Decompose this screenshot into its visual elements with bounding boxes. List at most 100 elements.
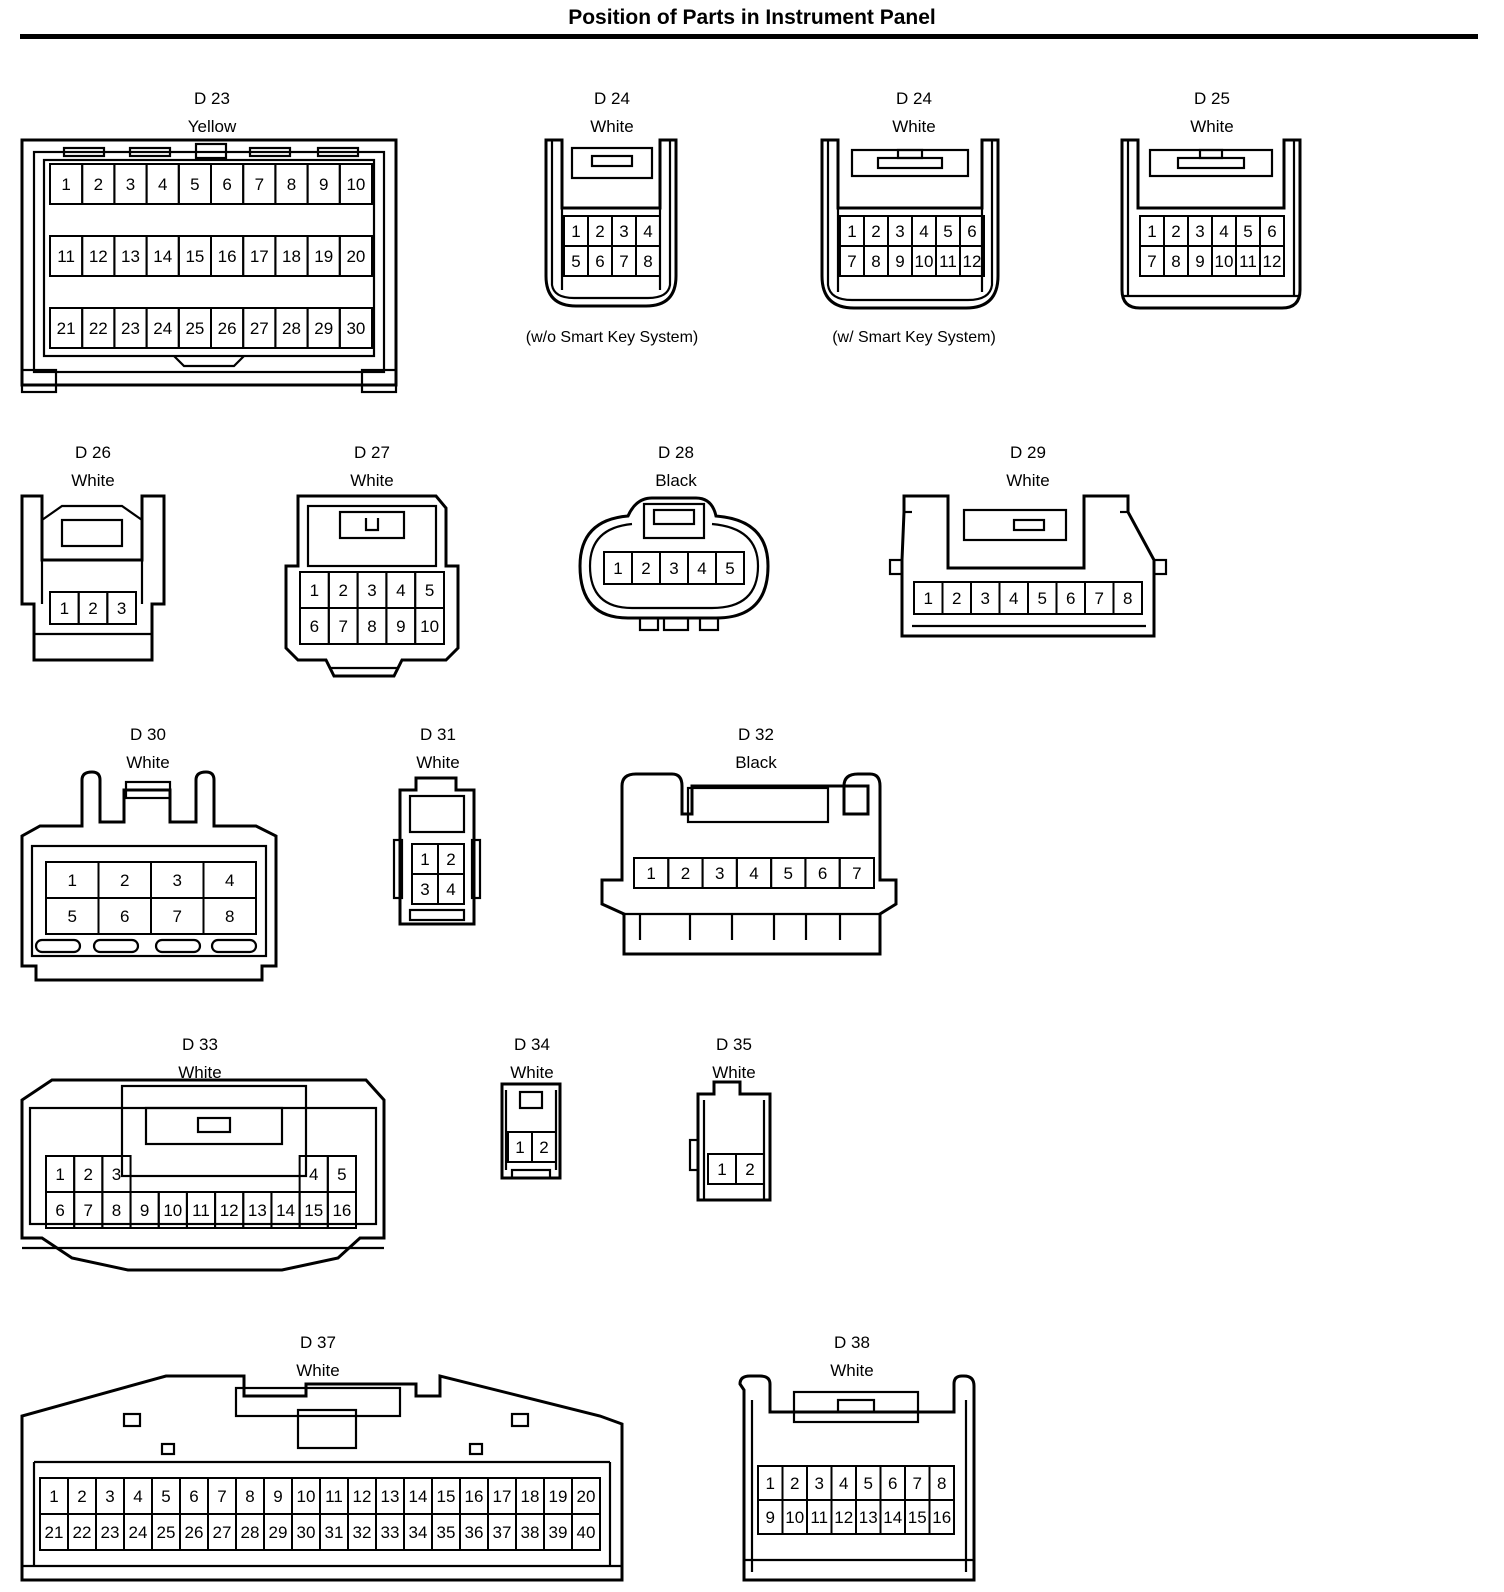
pin-number: 3 — [895, 222, 904, 241]
connector-color-d24: White — [590, 117, 633, 136]
pin-number: 40 — [577, 1523, 596, 1542]
connector-code-d26: D 26 — [75, 443, 111, 462]
pin-cell — [1259, 245, 1285, 277]
pin-number: 29 — [314, 319, 333, 338]
pin-number: 19 — [314, 247, 333, 266]
pin-number: 8 — [643, 252, 652, 271]
pin-number: 1 — [61, 175, 70, 194]
pin-number: 10 — [163, 1201, 182, 1220]
pin-number: 5 — [161, 1487, 170, 1506]
connector-body-d32 — [600, 772, 898, 956]
pin-number: 6 — [55, 1201, 64, 1220]
pin-number: 37 — [493, 1523, 512, 1542]
pin-number: 17 — [250, 247, 269, 266]
pin-number: 1 — [847, 222, 856, 241]
connector-body-d37 — [20, 1374, 624, 1582]
pin-number: 4 — [1009, 589, 1018, 608]
connector-code-d25: D 25 — [1194, 89, 1230, 108]
pin-number: 14 — [883, 1508, 902, 1527]
pin-number: 23 — [121, 319, 140, 338]
pin-number: 11 — [939, 252, 957, 271]
pin-number: 7 — [1095, 589, 1104, 608]
pin-number: 25 — [185, 319, 204, 338]
pin-number: 6 — [222, 175, 231, 194]
pin-number: 21 — [57, 319, 76, 338]
pin-number: 18 — [521, 1487, 540, 1506]
pin-cell — [106, 591, 138, 625]
pin-number: 15 — [908, 1508, 927, 1527]
pin-number: 3 — [367, 581, 376, 600]
pin-number: 27 — [213, 1523, 232, 1542]
pin-number: 16 — [218, 247, 237, 266]
pin-number: 1 — [60, 599, 69, 618]
pin-number: 13 — [248, 1201, 267, 1220]
pin-number: 35 — [437, 1523, 456, 1542]
pin-number: 19 — [549, 1487, 568, 1506]
connector-color-d25: White — [1190, 117, 1233, 136]
pin-number: 1 — [924, 589, 933, 608]
pin-number: 8 — [871, 252, 880, 271]
pin-number: 18 — [282, 247, 301, 266]
connector-body-d35 — [688, 1080, 772, 1202]
pin-number: 22 — [89, 319, 108, 338]
pin-number: 6 — [888, 1474, 897, 1493]
pin-number: 2 — [120, 871, 129, 890]
connector-color-d32: Black — [735, 753, 777, 772]
pin-number: 10 — [420, 617, 439, 636]
pin-cell — [928, 1499, 955, 1535]
pin-number: 9 — [396, 617, 405, 636]
pin-number: 32 — [353, 1523, 372, 1542]
pin-number: 2 — [77, 1487, 86, 1506]
connector-body-d33 — [20, 1078, 386, 1272]
connector-code-d24: D 24 — [594, 89, 630, 108]
pin-cell — [414, 607, 446, 645]
pin-number: 3 — [112, 1165, 121, 1184]
connector-color-d33: White — [178, 1063, 221, 1082]
pin-number: 1 — [68, 871, 77, 890]
pin-number: 28 — [282, 319, 301, 338]
pin-number: 4 — [225, 871, 234, 890]
connector-body-d30 — [20, 770, 278, 982]
pin-number: 8 — [1123, 589, 1132, 608]
connector-code-d23: D 23 — [194, 89, 230, 108]
pin-number: 12 — [963, 252, 982, 271]
connector-code-d28: D 28 — [658, 443, 694, 462]
pin-number: 8 — [245, 1487, 254, 1506]
connector-color-d27: White — [350, 471, 393, 490]
pin-number: 1 — [420, 850, 429, 869]
pin-cell — [338, 163, 373, 205]
pin-cell — [338, 307, 373, 349]
pin-number: 10 — [1215, 252, 1234, 271]
pin-number: 3 — [420, 880, 429, 899]
pin-number: 8 — [937, 1474, 946, 1493]
pin-cell — [735, 1153, 765, 1185]
pin-number: 7 — [1147, 252, 1156, 271]
pin-number: 2 — [641, 559, 650, 578]
pin-number: 4 — [1219, 222, 1228, 241]
pin-number: 5 — [571, 252, 580, 271]
pin-number: 2 — [539, 1138, 548, 1157]
pin-number: 2 — [745, 1160, 754, 1179]
pin-number: 16 — [465, 1487, 484, 1506]
connector-code-d34: D 34 — [514, 1035, 550, 1054]
pin-number: 8 — [112, 1201, 121, 1220]
pin-number: 39 — [549, 1523, 568, 1542]
connector-color-d35: White — [712, 1063, 755, 1082]
pin-number: 4 — [158, 175, 167, 194]
pin-number: 9 — [140, 1201, 149, 1220]
pin-number: 9 — [319, 175, 328, 194]
pin-number: 1 — [613, 559, 622, 578]
pin-number: 10 — [297, 1487, 316, 1506]
pin-number: 13 — [859, 1508, 878, 1527]
pin-number: 12 — [89, 247, 108, 266]
pin-number: 12 — [353, 1487, 372, 1506]
pin-number: 5 — [864, 1474, 873, 1493]
pin-cell — [338, 235, 373, 277]
pin-number: 5 — [1038, 589, 1047, 608]
page-title: Position of Parts in Instrument Panel — [568, 6, 936, 29]
connector-color-d23: Yellow — [188, 117, 237, 136]
pin-number: 25 — [157, 1523, 176, 1542]
pin-number: 9 — [895, 252, 904, 271]
connector-note-d24: (w/ Smart Key System) — [832, 329, 996, 346]
connector-body-d27 — [284, 494, 460, 678]
